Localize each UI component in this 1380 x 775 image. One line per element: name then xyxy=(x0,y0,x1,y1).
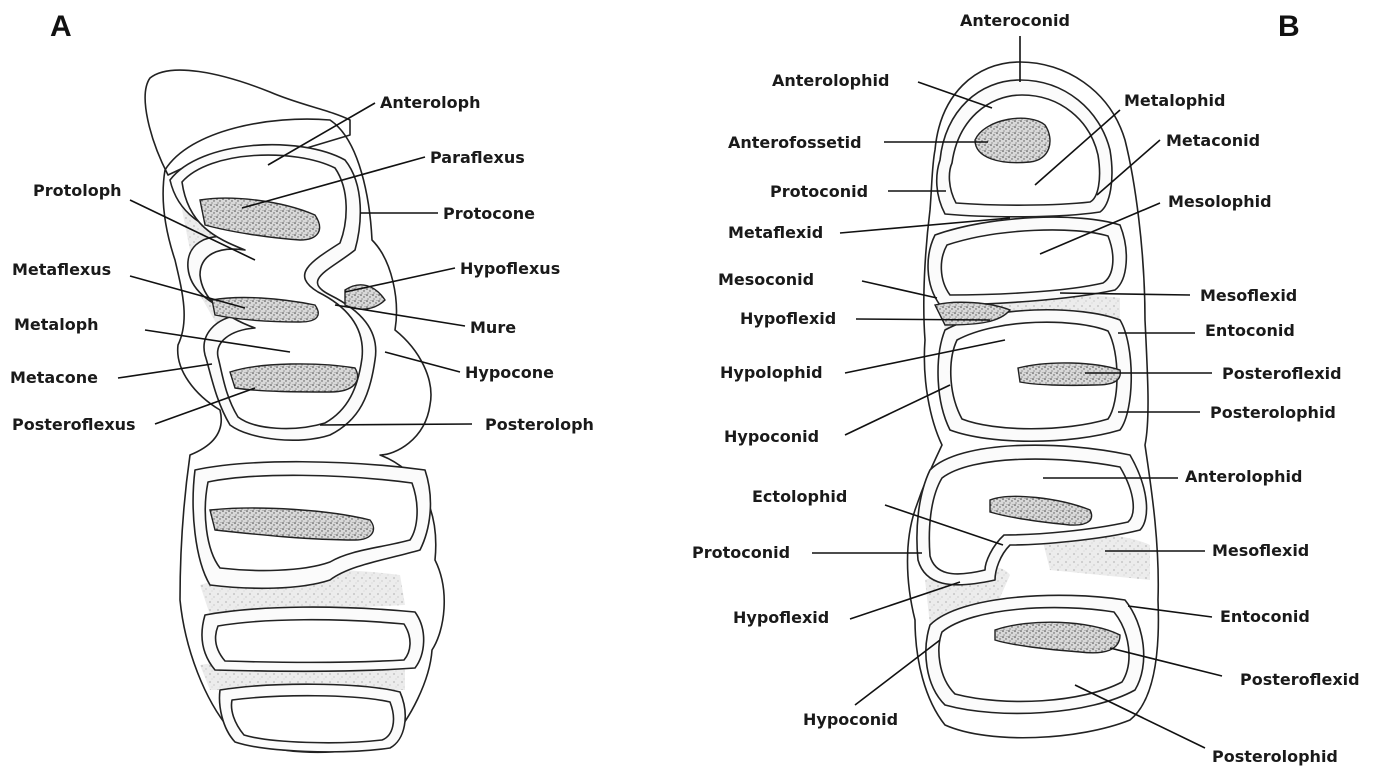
label-posterolophid: Posterolophid xyxy=(1210,403,1336,422)
label-protoloph: Protoloph xyxy=(33,181,122,200)
label-metaflexid: Metaflexid xyxy=(728,223,823,242)
label-anteroconid: Anteroconid xyxy=(960,11,1070,30)
tooth-a4-dentine xyxy=(232,696,394,743)
label-hypoconid-2: Hypoconid xyxy=(803,710,898,729)
label-metaconid: Metaconid xyxy=(1166,131,1260,150)
label-metalophid: Metalophid xyxy=(1124,91,1225,110)
label-entoconid: Entoconid xyxy=(1205,321,1295,340)
label-protocone: Protocone xyxy=(443,204,535,223)
leader-posterolophid2 xyxy=(1075,685,1205,748)
label-metaloph: Metaloph xyxy=(14,315,99,334)
label-hypoconid: Hypoconid xyxy=(724,427,819,446)
panel-b-drawing xyxy=(908,62,1159,738)
label-ectolophid: Ectolophid xyxy=(752,487,847,506)
posteroflexus-fossette xyxy=(230,364,358,392)
leader-mesoconid xyxy=(862,281,937,298)
posteroflexid-fossette-b1 xyxy=(1018,363,1120,385)
label-metaflexus: Metaflexus xyxy=(12,260,111,279)
label-posteroflexid: Posteroflexid xyxy=(1222,364,1342,383)
leader-entoconid2 xyxy=(1128,606,1212,617)
label-paraflexus: Paraflexus xyxy=(430,148,525,167)
label-anteroloph: Anteroloph xyxy=(380,93,480,112)
tooth-b2b-dentine xyxy=(939,608,1129,702)
label-posterolophid-2: Posterolophid xyxy=(1212,747,1338,766)
leader-posteroloph xyxy=(320,424,472,425)
label-mesolophid: Mesolophid xyxy=(1168,192,1272,211)
label-protoconid: Protoconid xyxy=(770,182,868,201)
label-posteroflexid-2: Posteroflexid xyxy=(1240,670,1360,689)
label-hypoflexid: Hypoflexid xyxy=(740,309,836,328)
label-anterofossetid: Anterofossetid xyxy=(728,133,862,152)
leader-hypoflexid xyxy=(856,319,990,320)
label-entoconid-2: Entoconid xyxy=(1220,607,1310,626)
label-mesoflexid: Mesoflexid xyxy=(1200,286,1297,305)
label-mesoconid: Mesoconid xyxy=(718,270,814,289)
label-anterolophid: Anterolophid xyxy=(772,71,889,90)
label-hypoflexid-2: Hypoflexid xyxy=(733,608,829,627)
tooth-b1b-dentine xyxy=(941,230,1113,295)
label-hypoflexus: Hypoflexus xyxy=(460,259,560,278)
panel-letter-a: A xyxy=(50,12,72,42)
label-hypolophid: Hypolophid xyxy=(720,363,823,382)
leader-hypocone xyxy=(385,352,460,372)
label-mure: Mure xyxy=(470,318,516,337)
label-mesoflexid-2: Mesoflexid xyxy=(1212,541,1309,560)
label-posteroflexus: Posteroflexus xyxy=(12,415,136,434)
panel-letter-b: B xyxy=(1278,12,1300,42)
tooth-a3-dentine xyxy=(216,620,410,663)
label-hypocone: Hypocone xyxy=(465,363,554,382)
label-metacone: Metacone xyxy=(10,368,98,387)
label-anterolophid-2: Anterolophid xyxy=(1185,467,1302,486)
leader-hypoflexus xyxy=(345,268,455,292)
label-posteroloph: Posteroloph xyxy=(485,415,594,434)
label-protoconid-2: Protoconid xyxy=(692,543,790,562)
leader-metacone xyxy=(118,364,212,378)
